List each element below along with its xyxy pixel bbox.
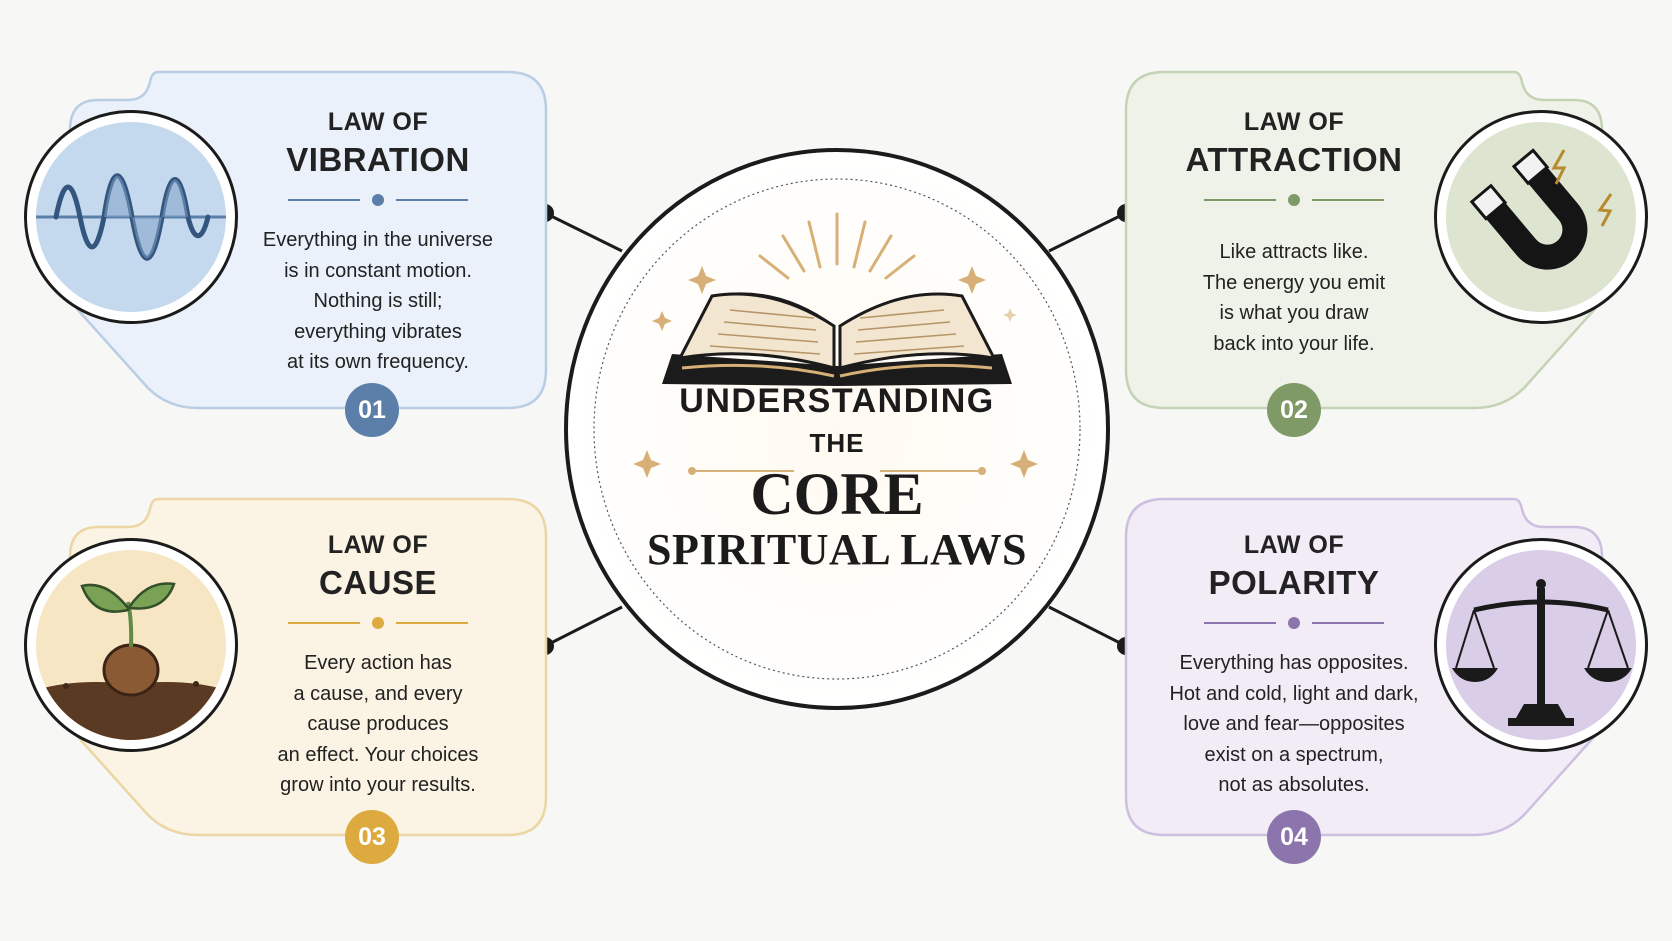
polarity-icon-circle xyxy=(1434,538,1648,752)
connector-cause xyxy=(544,605,623,648)
vibration-icon-circle xyxy=(24,110,238,324)
title-line-understanding: UNDERSTANDING xyxy=(679,382,995,420)
title-divider xyxy=(288,193,468,207)
law-title: VIBRATION xyxy=(286,141,470,178)
law-title: ATTRACTION xyxy=(1185,141,1403,178)
law-title: CAUSE xyxy=(318,564,438,601)
ornament-divider xyxy=(688,467,986,475)
law-description: Everything has opposites. Hot and cold, … xyxy=(1169,652,1419,796)
sparkle-icon xyxy=(633,266,1038,478)
sine-wave-icon xyxy=(36,173,226,261)
connector-vibration xyxy=(544,211,623,253)
law-prefix: LAW OF xyxy=(1243,531,1345,559)
title-divider xyxy=(288,616,468,630)
open-book-icon xyxy=(662,292,1012,386)
law-prefix: LAW OF xyxy=(327,531,429,559)
central-title-circle: UNDERSTANDING THE CORE SPIRITUAL LAWS xyxy=(562,146,1112,712)
attraction-icon-circle xyxy=(1434,110,1648,324)
title-line-the: THE xyxy=(809,428,865,458)
radiant-rays xyxy=(758,212,916,280)
title-line-spiritual-laws: SPIRITUAL LAWS xyxy=(647,525,1027,574)
balance-scale-icon xyxy=(1452,579,1632,726)
number-badge: 04 xyxy=(1267,810,1321,864)
cause-icon-circle xyxy=(24,538,238,752)
law-title: POLARITY xyxy=(1208,564,1380,601)
connector-attraction xyxy=(1048,211,1127,253)
number-badge: 02 xyxy=(1267,383,1321,437)
connector-polarity xyxy=(1048,605,1127,648)
law-prefix: LAW OF xyxy=(327,108,429,136)
seedling-icon xyxy=(36,582,226,740)
law-prefix: LAW OF xyxy=(1243,108,1345,136)
law-description: Everything in the universe is in constan… xyxy=(262,229,494,373)
title-divider xyxy=(1204,193,1384,207)
number-badge: 03 xyxy=(345,810,399,864)
center-circle-graphic xyxy=(564,148,1110,710)
law-description: Every action has a cause, and every caus… xyxy=(277,652,479,796)
title-divider xyxy=(1204,616,1384,630)
magnet-icon xyxy=(1469,148,1613,270)
law-description: Like attracts like. The energy you emit … xyxy=(1202,241,1386,355)
title-line-core: CORE xyxy=(750,461,924,527)
number-badge: 01 xyxy=(345,383,399,437)
